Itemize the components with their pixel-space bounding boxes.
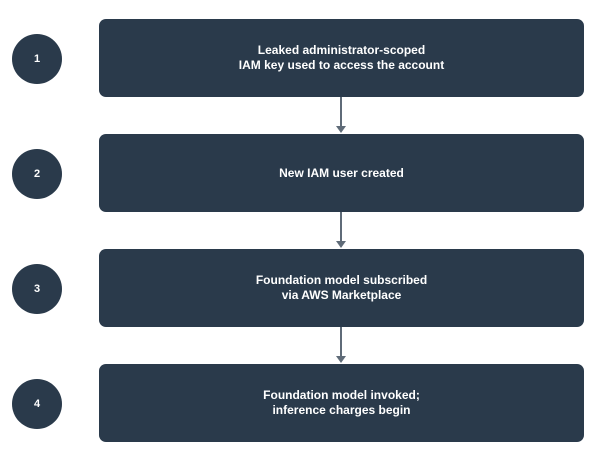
step-2: 2 New IAM user created [0,134,600,214]
step-3-box: Foundation model subscribed via AWS Mark… [99,249,584,327]
step-1: 1 Leaked administrator-scoped IAM key us… [0,19,600,99]
arrow-1-to-2 [336,97,346,133]
step-4-number: 4 [33,398,41,410]
step-4-text-line-2: inference charges begin [272,403,411,417]
step-4-box: Foundation model invoked; inference char… [99,364,584,442]
step-1-number-badge: 1 [12,34,62,84]
step-1-box: Leaked administrator-scoped IAM key used… [99,19,584,97]
arrow-1-to-2-line [340,97,342,127]
step-1-number: 1 [33,53,41,65]
arrow-1-to-2-head [336,126,346,133]
step-4-number-badge: 4 [12,379,62,429]
arrow-2-to-3-head [336,241,346,248]
arrow-3-to-4 [336,327,346,363]
step-4: 4 Foundation model invoked; inference ch… [0,364,600,444]
step-3: 3 Foundation model subscribed via AWS Ma… [0,249,600,329]
step-3-number-badge: 3 [12,264,62,314]
arrow-3-to-4-line [340,327,342,357]
step-1-text-line-2: IAM key used to access the account [238,58,445,72]
step-2-text-line-1: New IAM user created [279,165,404,180]
step-3-number: 3 [33,283,41,295]
arrow-3-to-4-head [336,356,346,363]
step-3-text-line-2: via AWS Marketplace [281,288,402,302]
step-2-number: 2 [33,168,41,180]
arrow-2-to-3 [336,212,346,248]
arrow-2-to-3-line [340,212,342,242]
step-2-box: New IAM user created [99,134,584,212]
step-3-text-line-1: Foundation model subscribed [255,273,428,287]
step-1-text-line-1: Leaked administrator-scoped [257,43,426,57]
step-2-number-badge: 2 [12,149,62,199]
step-4-text-line-1: Foundation model invoked; [263,388,420,402]
